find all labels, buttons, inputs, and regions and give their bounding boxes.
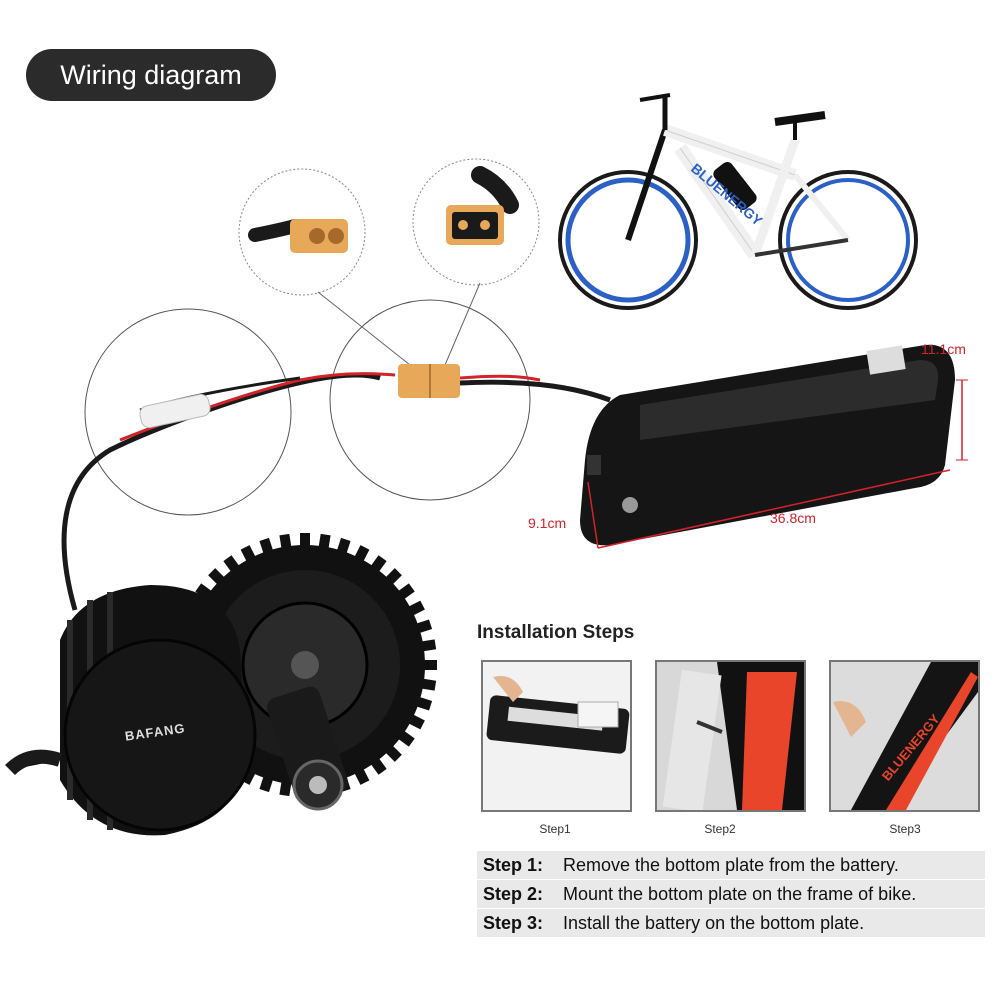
page-title: Wiring diagram [26, 49, 276, 101]
step1-image [481, 660, 632, 812]
installation-steps-list: Step 1: Remove the bottom plate from the… [477, 851, 985, 938]
battery-pack [580, 344, 955, 546]
step3-caption: Step3 [889, 822, 921, 836]
length-dimension-line [597, 469, 951, 549]
step3-image [829, 660, 980, 812]
connector-callout [329, 299, 531, 501]
bicycle-image [558, 93, 918, 310]
xt60-male-icon [248, 219, 348, 253]
step-row: Step 3: Install the battery on the botto… [477, 909, 985, 937]
fuse-callout [84, 308, 292, 516]
step-row: Step 2: Mount the bottom plate on the fr… [477, 880, 985, 908]
step-text: Remove the bottom plate from the battery… [563, 854, 899, 875]
cable-harness [61, 364, 611, 611]
step-key: Step 1: [483, 854, 544, 875]
step-text: Mount the bottom plate on the frame of b… [563, 883, 917, 904]
step-key: Step 3: [483, 912, 544, 933]
xt60-female-icon [446, 166, 519, 245]
installation-title: Installation Steps [477, 622, 635, 643]
step-key: Step 2: [483, 883, 544, 904]
width-dimension-label: 9.1cm [528, 515, 567, 531]
step-row: Step 1: Remove the bottom plate from the… [477, 851, 985, 879]
step2-caption: Step2 [704, 822, 736, 836]
width-dimension-line [587, 481, 599, 549]
step2-image [655, 660, 806, 812]
height-dimension-label: 11.1cm [921, 341, 966, 357]
step-text: Install the battery on the bottom plate. [563, 912, 865, 933]
length-dimension-label: 36.8cm [770, 510, 816, 526]
step1-caption: Step1 [539, 822, 571, 836]
mid-drive-motor [5, 533, 437, 836]
